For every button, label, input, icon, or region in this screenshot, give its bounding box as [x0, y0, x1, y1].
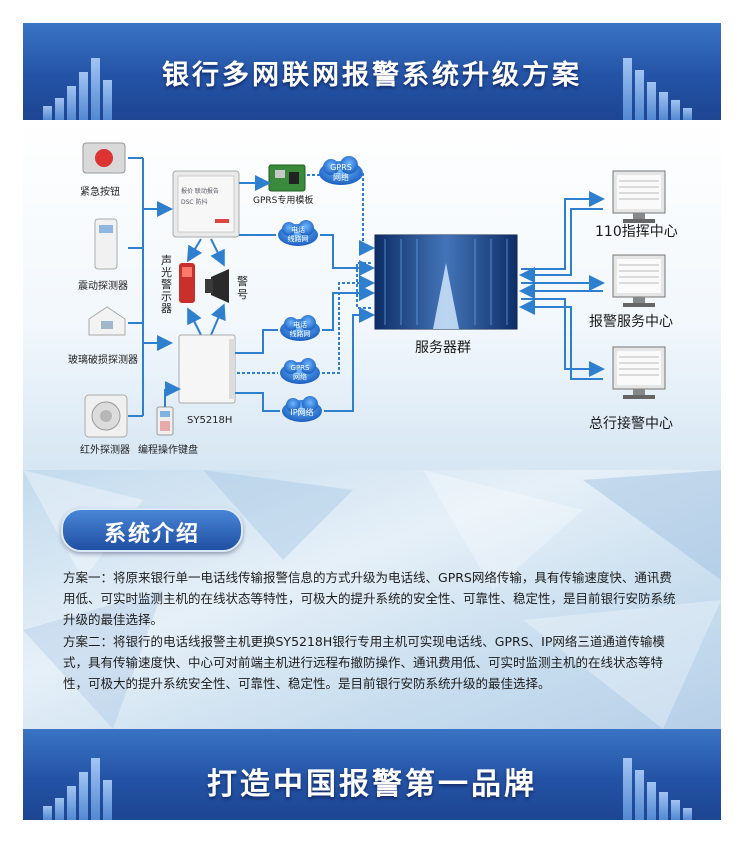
- phone-cloud-top-label-a: 电话: [291, 225, 305, 234]
- panic-button-label: 紧急按钮: [80, 187, 120, 198]
- footer-band: 打造中国报警第一品牌: [23, 729, 721, 820]
- intro-title: 系统介绍: [103, 522, 200, 547]
- gprs-module-icon: [268, 164, 306, 192]
- alarm-panel-icon: [172, 170, 240, 238]
- phone-cloud-top-label-b: 线路网: [288, 234, 309, 243]
- ip-cloud-label: IP网络: [290, 407, 313, 417]
- server-label: 服务器群: [415, 340, 471, 356]
- glass-break-detector-icon: [88, 306, 126, 336]
- server-rack-icon: [374, 234, 518, 330]
- horn-icon: [205, 269, 229, 303]
- panic-button-icon: [82, 142, 126, 174]
- host-sy5218h-icon: [178, 334, 236, 404]
- poster-frame: 银行多网联网报警系统升级方案: [23, 23, 721, 820]
- keypad-label: 编程操作键盘: [138, 445, 198, 456]
- monitor-head-office-icon: [612, 346, 666, 399]
- gprs-cloud-top-label-b: 网络: [333, 172, 349, 182]
- panel-text-line2: DSC 防抖: [181, 198, 208, 206]
- gprs-module-label: GPRS专用模板: [253, 196, 314, 206]
- header-band: 银行多网联网报警系统升级方案: [23, 23, 721, 120]
- crystal-pattern: [23, 470, 721, 729]
- monitor-110-icon: [612, 170, 666, 223]
- phone-cloud-bottom-label-a: 电话: [293, 320, 307, 329]
- gprs-cloud-bottom-label-a: GPRS: [291, 364, 311, 372]
- infrared-detector-icon: [84, 394, 128, 438]
- center-head-office-label: 总行接警中心: [589, 416, 673, 432]
- siren-light-label: 声光警示器: [161, 254, 172, 315]
- monitor-alarm-service-icon: [612, 254, 666, 307]
- bar-graphic-bottom-left: [43, 740, 123, 820]
- horn-label: 警号: [237, 275, 248, 301]
- bar-graphic-left: [43, 40, 123, 120]
- bar-graphic-right: [623, 40, 713, 120]
- bar-graphic-bottom-right: [623, 740, 713, 820]
- phone-cloud-bottom-label-b: 线路网: [290, 329, 311, 338]
- phone-cloud-top-icon: [278, 220, 318, 246]
- infrared-detector-label: 红外探测器: [80, 445, 130, 456]
- panel-text-line1: 报价 联动报告: [181, 187, 219, 195]
- gprs-cloud-top-icon: [319, 156, 363, 185]
- gprs-cloud-bottom-icon: [280, 358, 320, 384]
- vibration-detector-icon: [94, 218, 118, 270]
- glass-break-detector-label: 玻璃破损探测器: [68, 355, 138, 366]
- phone-cloud-bottom-icon: [280, 315, 320, 341]
- intro-title-badge: 系统介绍: [61, 508, 243, 552]
- center-alarm-service-label: 报警服务中心: [589, 314, 673, 330]
- ip-cloud-icon: [282, 396, 322, 422]
- center-110-label: 110指挥中心: [595, 224, 678, 240]
- network-diagram: 报价 联动报告 DSC 防抖 GPRS 网络 电话 线路网 电话 线路网: [82, 142, 666, 438]
- plan-two-text: 方案二：将银行的电话线报警主机更换SY5218H银行专用主机可实现电话线、GPR…: [63, 634, 665, 691]
- gprs-cloud-top-label-a: GPRS: [330, 163, 352, 172]
- host-label: SY5218H: [187, 415, 233, 426]
- siren-light-icon: [179, 263, 195, 303]
- page-title: 银行多网联网报警系统升级方案: [162, 60, 582, 91]
- plan-one-text: 方案一：将原来银行单一电话线传输报警信息的方式升级为电话线、GPRS网络传输，具…: [63, 570, 676, 627]
- footer-slogan: 打造中国报警第一品牌: [207, 767, 537, 802]
- vibration-detector-label: 震动探测器: [78, 281, 128, 292]
- keypad-icon: [156, 406, 174, 436]
- gprs-cloud-bottom-label-b: 网络: [293, 372, 307, 381]
